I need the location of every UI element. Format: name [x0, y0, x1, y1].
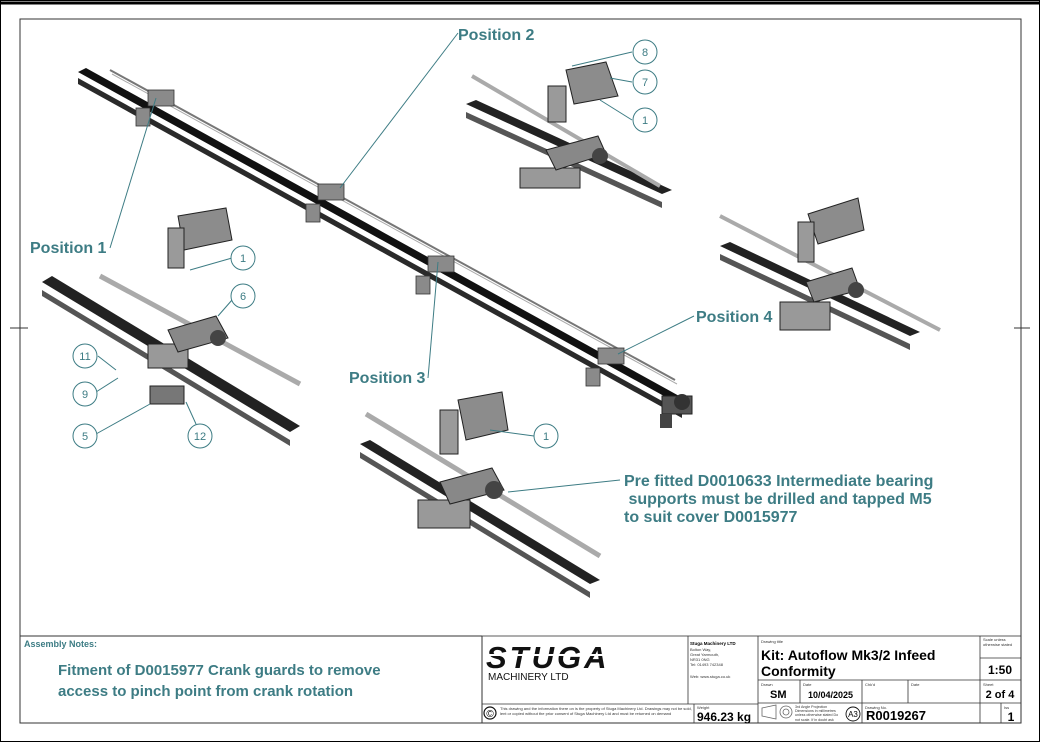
detail-1-balloon-leaders: [72, 245, 256, 449]
drawing-no-label: Drawing No.: [865, 705, 887, 710]
detail-view-position-4: [719, 197, 941, 350]
projection-icon: [761, 704, 793, 720]
note-line-1: Pre fitted D0010633 Intermediate bearing: [624, 473, 933, 490]
company-addr-1: Bolton Way,: [690, 647, 711, 652]
issue-label: Iss: [1004, 705, 1009, 710]
company-addr-2: Great Yarmouth,: [690, 652, 719, 657]
sheet-label: Sheet: [983, 682, 994, 687]
detail-view-position-2: [466, 61, 672, 208]
stuga-logo: STUGA MACHINERY LTD: [486, 640, 672, 683]
projection-note-wrap: 3rd Angle Projection Dimensions in milli…: [795, 705, 839, 722]
sheet-size: A3: [848, 710, 858, 719]
assembly-notes-line-1: Fitment of D0015977 Crank guards to remo…: [58, 662, 381, 679]
copyright-text-wrap: This drawing and the information there o…: [500, 706, 692, 716]
detail-view-position-3: [360, 391, 602, 598]
assembly-notes-box: [20, 635, 483, 723]
position-leaders: [109, 32, 695, 379]
scale-label: Scale unless otherwise stated: [983, 638, 1013, 647]
balloon-1-top: 1: [642, 115, 648, 127]
position-1-label: Position 1: [30, 240, 107, 257]
copyright-symbol: ©: [486, 709, 494, 720]
company-web: Web: www.stuga.co.uk: [690, 674, 730, 679]
scale-value: 1:50: [988, 663, 1012, 677]
issue-value: 1: [1008, 710, 1015, 724]
scale-label-wrap: Scale unless otherwise stated: [983, 638, 1013, 647]
date-value: 10/04/2025: [808, 690, 853, 700]
drawing-no-value: R0019267: [866, 708, 926, 723]
date2-label: Date: [911, 682, 920, 687]
balloon-8: 8: [642, 47, 648, 59]
position-4-label: Position 4: [696, 309, 773, 326]
assembly-notes-header: Assembly Notes:: [24, 639, 97, 649]
copyright-text: This drawing and the information there o…: [500, 706, 692, 716]
detail-2-balloon-leaders: [571, 39, 658, 133]
date-label: Date: [803, 682, 812, 687]
company-tel: Tel: 01493 742348: [690, 662, 724, 667]
company-name: Stuga Machinery LTD: [690, 641, 736, 646]
weight-label: Weight: [697, 705, 710, 710]
drawing-title-line-2: Conformity: [761, 663, 836, 679]
size-circle-icon: [845, 706, 861, 722]
balloon-7: 7: [642, 77, 648, 89]
drawing-title-line-1: Kit: Autoflow Mk3/2 Infeed: [761, 647, 935, 663]
svg-text:MACHINERY LTD: MACHINERY LTD: [488, 672, 569, 683]
balloon-1-left: 1: [240, 253, 246, 265]
drawn-value: SM: [770, 689, 787, 701]
position-3-label: Position 3: [349, 370, 426, 387]
projection-note: 3rd Angle Projection Dimensions in milli…: [795, 705, 839, 722]
sheet-value: 2 of 4: [986, 689, 1016, 701]
copyright-icon: [483, 706, 497, 720]
assembly-notes-line-2: access to pinch point from crank rotatio…: [58, 683, 353, 700]
svg-text:STUGA: STUGA: [486, 640, 610, 675]
drawing-title-label: Drawing title: [761, 639, 784, 644]
main-conveyor-view: [78, 68, 693, 428]
balloon-9: 9: [82, 389, 88, 401]
balloon-11: 11: [79, 351, 90, 363]
balloon-1-bottom: 1: [543, 431, 549, 443]
detail-3-balloon-leaders: [489, 423, 621, 493]
company-addr-3: NR31 0NG: [690, 657, 710, 662]
checked-label: Chk'd: [865, 682, 875, 687]
position-2-label: Position 2: [458, 27, 535, 44]
balloon-6: 6: [240, 291, 246, 303]
weight-value: 946.23 kg: [697, 710, 751, 724]
note-line-3: to suit cover D0015977: [624, 509, 798, 526]
drawn-label: Drawn: [761, 682, 773, 687]
balloon-12: 12: [194, 431, 206, 443]
balloon-5: 5: [82, 431, 88, 443]
title-block-grid: [481, 635, 1022, 724]
detail-view-position-1: [42, 207, 302, 446]
note-line-2: supports must be drilled and tapped M5: [624, 491, 932, 508]
